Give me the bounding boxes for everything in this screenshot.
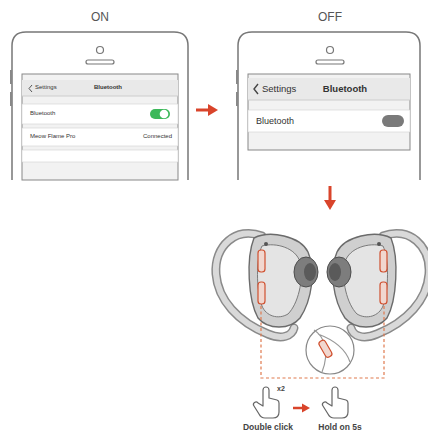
action-caption: Hold on 5s xyxy=(318,423,361,433)
setting-row: Bluetooth xyxy=(256,116,294,126)
setting-row: Bluetooth xyxy=(30,110,55,117)
device-name: Meow Flame Pro xyxy=(30,133,75,140)
nav-title: Bluetooth xyxy=(94,84,122,91)
nav-back: Settings xyxy=(262,84,296,95)
state-heading: OFF xyxy=(318,11,342,25)
state-heading: ON xyxy=(91,11,109,25)
click-count: x2 xyxy=(277,385,285,393)
action-caption: Double click xyxy=(243,423,293,433)
nav-title: Bluetooth xyxy=(323,84,367,95)
nav-back: Settings xyxy=(35,84,57,91)
device-status: Connected xyxy=(143,133,172,140)
